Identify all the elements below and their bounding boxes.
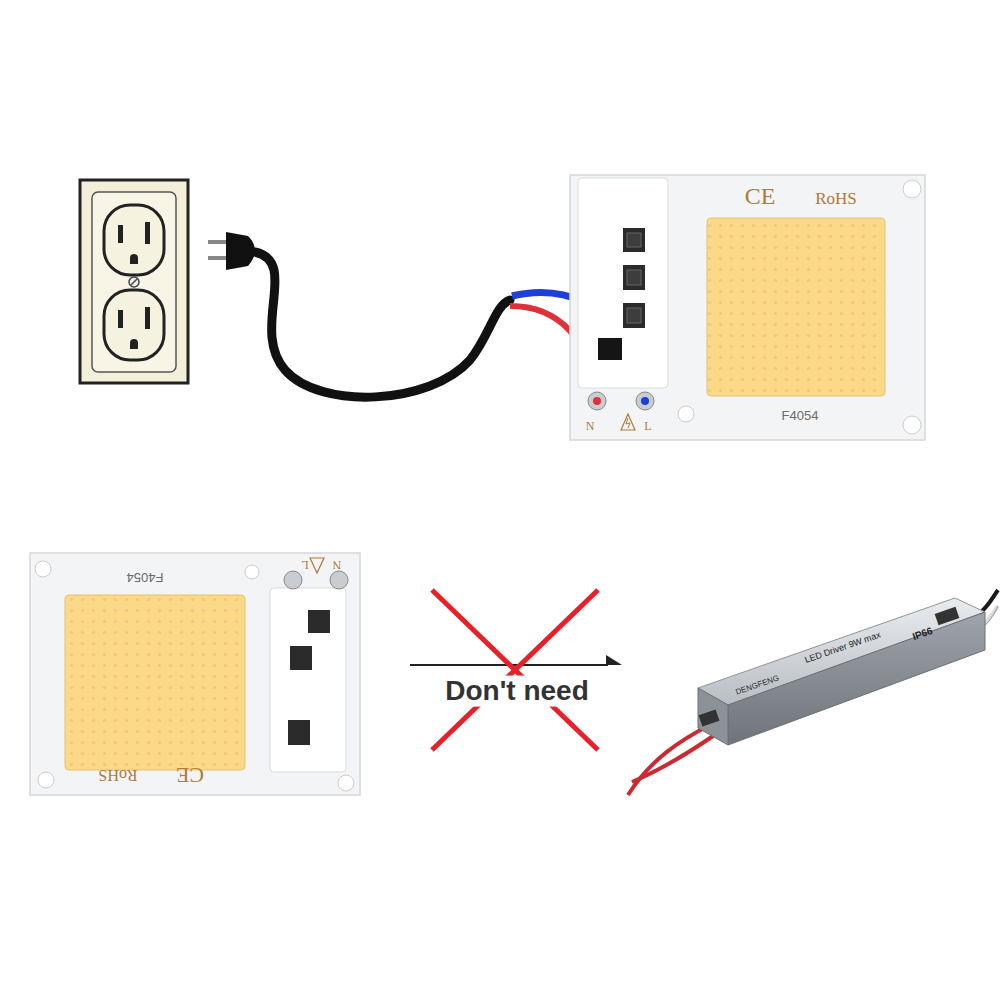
neutral-pin: N (333, 559, 342, 571)
wall-outlet (80, 180, 188, 383)
rohs-mark: RoHS (815, 190, 857, 207)
led-board: CE RoHS F4054 N L (30, 553, 360, 795)
ce-mark: CE (745, 184, 776, 208)
neutral-pin: N (586, 420, 595, 432)
cob-led-board (570, 175, 925, 440)
led-board: CE RoHS F4054N L (570, 175, 925, 440)
note-text: Don't need (443, 676, 591, 707)
model-number: F4054 (782, 409, 819, 422)
ce-mark: CE (176, 764, 204, 786)
driver-rating: LED Driver 9W max (804, 631, 882, 665)
brand-name: DENGFENG (735, 674, 780, 696)
cob-led-board-rotated (30, 553, 360, 795)
ip-rating: IP66 (911, 626, 934, 642)
rohs-mark: RoHS (98, 767, 137, 783)
led-driver (628, 590, 998, 795)
crossed-out-sign (410, 590, 622, 750)
model-number: F4054 (127, 571, 164, 584)
live-pin: L (301, 559, 308, 571)
live-pin: L (644, 420, 651, 432)
